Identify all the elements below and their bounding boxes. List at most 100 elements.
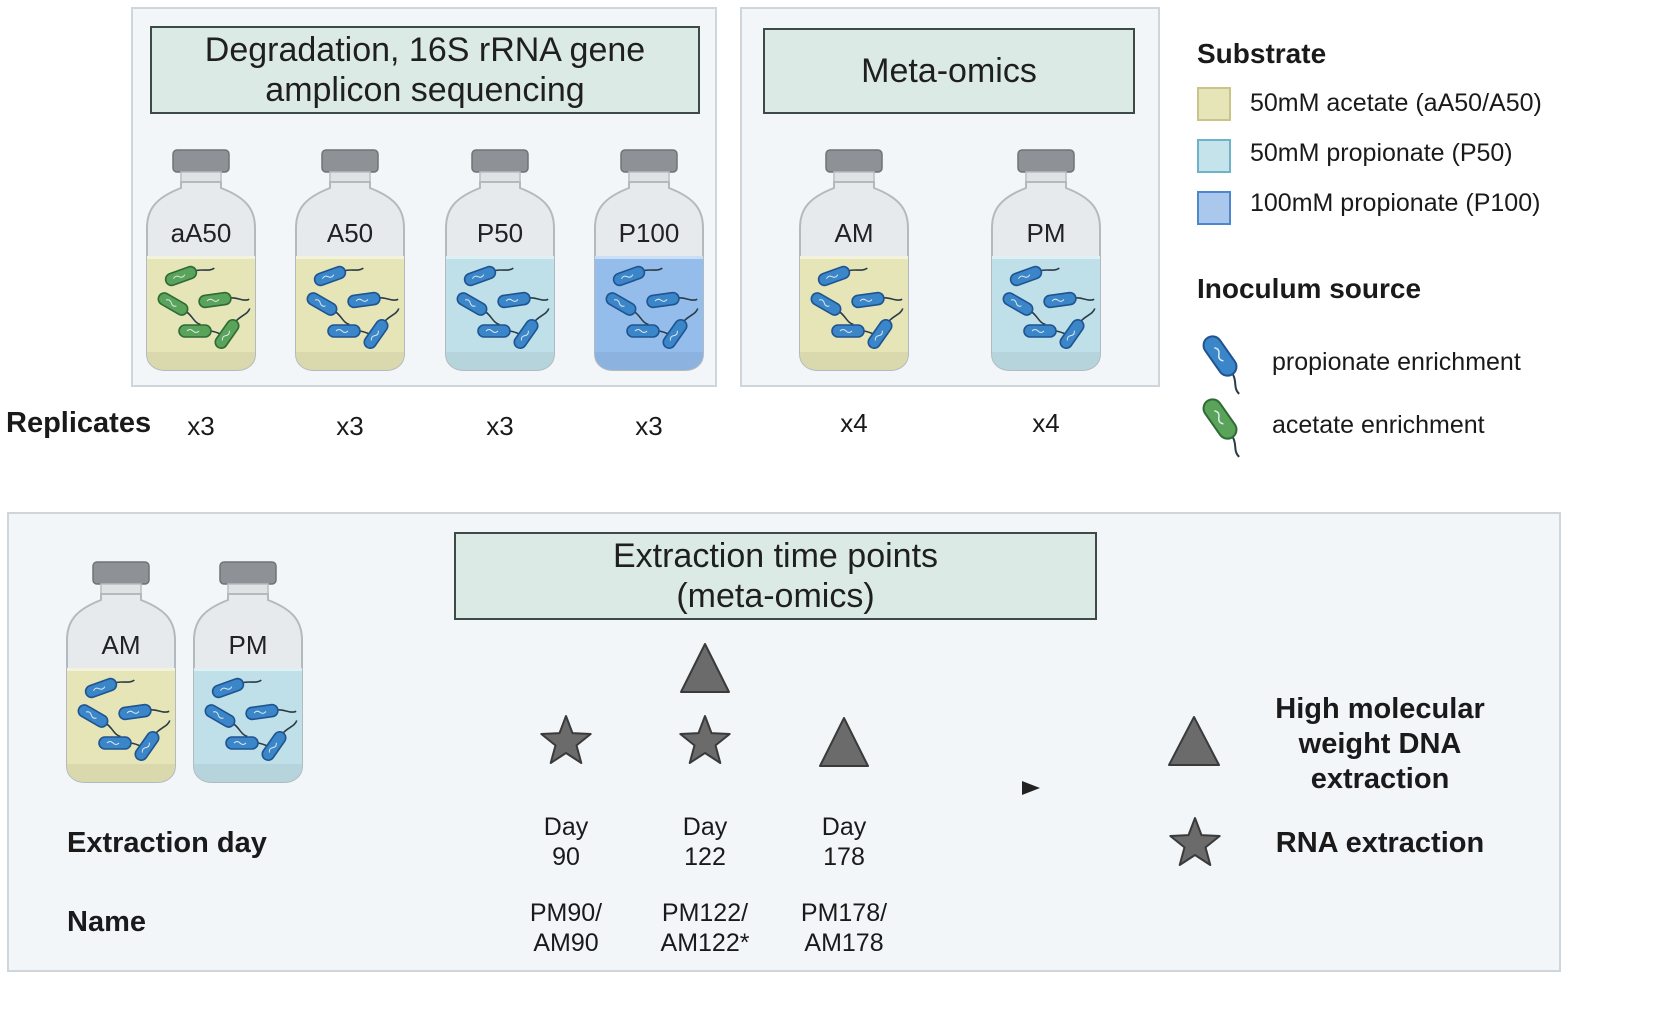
day-word: Day (543, 813, 589, 841)
meta-omics-title-text: Meta-omics (861, 52, 1037, 90)
extraction-title-line-1: Extraction time points (612, 537, 939, 575)
bacterium-bot-1-3 (225, 736, 277, 750)
bottle-top-2: P50 (444, 148, 556, 374)
bacterium-top-1-1 (347, 291, 399, 309)
bacterium-top-5-4 (1059, 308, 1096, 349)
bacterium-top-2-2 (456, 292, 500, 326)
bacterium-top-1-2 (306, 292, 350, 326)
bacterium-top-3-0 (612, 265, 663, 287)
substrate-label: 50mM acetate (aA50/A50) (1250, 89, 1542, 117)
bacterium-bot-1-0 (211, 677, 262, 699)
extraction-title-line-2: (meta-omics) (676, 577, 875, 615)
bacterium-bot-1-2 (204, 704, 248, 738)
bacterium-top-0-4 (214, 308, 251, 349)
bacterium-bot-0-0 (84, 677, 135, 699)
bottle-shape (594, 149, 704, 371)
bacterium-bot-0-2 (77, 704, 121, 738)
bottle-shape (66, 561, 176, 783)
bacterium-top-5-1 (1043, 291, 1095, 309)
extraction-day-label: Extraction day (67, 827, 267, 859)
replicate-count: x3 (635, 411, 663, 441)
bottle-top-5: PM (990, 148, 1102, 374)
bacterium-bot-0-3 (98, 736, 150, 750)
day-number: 178 (823, 843, 865, 871)
degradation-title-line-1: Degradation, 16S rRNA gene (204, 31, 646, 69)
bottle-top-1: A50 (294, 148, 406, 374)
bacterium-bot-1-4 (261, 720, 298, 761)
bottle-top-4: AM (798, 148, 910, 374)
bacterium-top-4-4 (867, 308, 904, 349)
bottle-shape (799, 149, 909, 371)
day-word: Day (821, 813, 867, 841)
hmw-triangle-icon (1168, 716, 1220, 766)
replicates-label: Replicates (6, 407, 152, 439)
bacterium-icon (1202, 398, 1240, 458)
bottle-label: AM (834, 218, 874, 248)
timepoint-name: PM90/AM90 (501, 898, 631, 958)
replicate-count: x3 (336, 411, 364, 441)
bacterium-bot-0-1 (118, 703, 170, 721)
bacterium-bot-0-4 (134, 720, 171, 761)
name-line-1: PM90/ (529, 899, 603, 927)
bottle-shape (445, 149, 555, 371)
bacterium-top-1-0 (313, 265, 364, 287)
bottle-label: PM (1026, 218, 1066, 248)
day-number: 122 (684, 843, 726, 871)
bacterium-top-3-3 (626, 324, 678, 338)
bacterium-top-3-4 (662, 308, 699, 349)
bacterium-top-4-3 (831, 324, 883, 338)
inoculum-label: propionate enrichment (1272, 348, 1521, 376)
degradation-title-line-2: amplicon sequencing (265, 71, 585, 109)
bottle-label: P100 (618, 218, 680, 248)
bottle-label: A50 (326, 218, 374, 248)
timepoint-name: PM178/AM178 (779, 898, 909, 958)
bottle-top-0: aA50 (145, 148, 257, 374)
name-label: Name (67, 906, 146, 938)
name-line-1: PM122/ (661, 899, 749, 927)
bottle-label: aA50 (170, 218, 232, 248)
bottle-shape (991, 149, 1101, 371)
bottle-shape (295, 149, 405, 371)
substrate-legend-title: Substrate (1197, 38, 1327, 69)
bottle-bot-0: AM (65, 560, 177, 786)
rna-star-icon (1169, 817, 1221, 866)
hmw-key-line-2: weight DNA (1298, 728, 1462, 760)
bacterium-top-2-4 (513, 308, 550, 349)
substrate-swatch (1197, 87, 1231, 121)
name-line-1: PM178/ (800, 899, 888, 927)
timepoint-name: PM122/AM122* (640, 898, 770, 958)
bacterium-top-3-1 (646, 291, 698, 309)
replicate-count: x3 (486, 411, 514, 441)
hmw-key-line-1: High molecular (1275, 693, 1485, 725)
bacterium-top-5-2 (1002, 292, 1046, 326)
bottle-bot-1: PM (192, 560, 304, 786)
day-number: 90 (552, 843, 580, 871)
meta-omics-title: Meta-omics (763, 28, 1135, 114)
bacterium-top-2-1 (497, 291, 549, 309)
substrate-swatch (1197, 139, 1231, 173)
bacterium-icon (1202, 335, 1240, 395)
name-line-2: AM90 (533, 929, 599, 957)
bacterium-top-4-1 (851, 291, 903, 309)
bacterium-top-5-0 (1009, 265, 1060, 287)
bacterium-top-0-2 (157, 292, 201, 326)
bacterium-bot-1-1 (245, 703, 297, 721)
bacterium-top-0-0 (164, 265, 215, 287)
rna-key-label: RNA extraction (1275, 827, 1485, 859)
bottle-label: PM (228, 630, 268, 660)
hmw-key-line-3: extraction (1310, 763, 1450, 795)
substrate-swatch (1197, 191, 1231, 225)
hmw-key-label: High molecular weight DNA extraction (1240, 692, 1520, 797)
replicate-count: x4 (1032, 408, 1060, 438)
name-line-2: AM178 (804, 929, 884, 957)
inoculum-legend-title: Inoculum source (1197, 273, 1422, 304)
substrate-label: 50mM propionate (P50) (1250, 139, 1513, 167)
bacterium-top-4-2 (810, 292, 854, 326)
bottle-top-3: P100 (593, 148, 705, 374)
replicate-count: x4 (840, 408, 868, 438)
bottle-label: P50 (476, 218, 524, 248)
bottle-label: AM (101, 630, 141, 660)
degradation-title: Degradation, 16S rRNA gene amplicon sequ… (150, 26, 700, 114)
